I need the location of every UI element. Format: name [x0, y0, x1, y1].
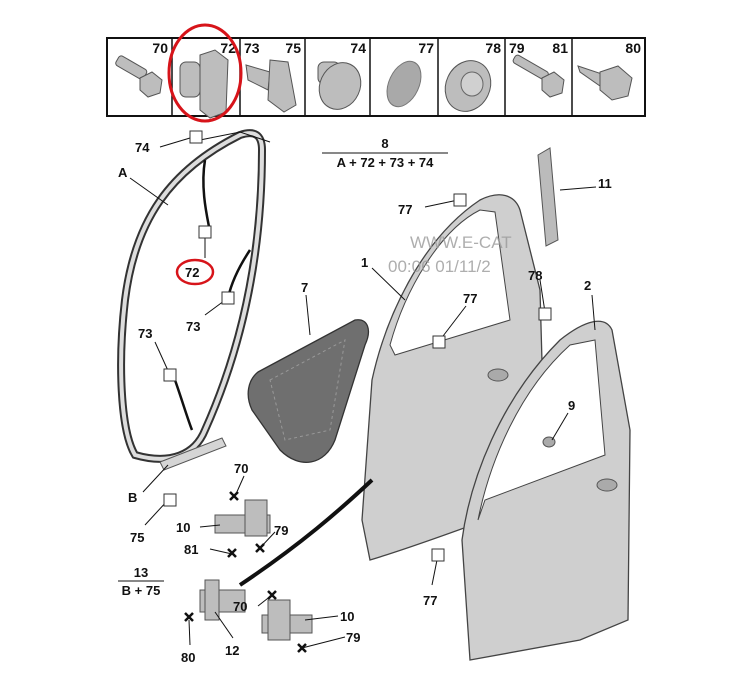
- callout-77: 77: [398, 202, 412, 217]
- hinge-10-lower[interactable]: [261, 599, 313, 641]
- push-rivet-icon: [317, 61, 362, 110]
- grommet-icon: [444, 60, 492, 112]
- svg-text:79: 79: [509, 40, 525, 56]
- callout-10: 10: [340, 609, 354, 624]
- callout-77: 77: [463, 291, 477, 306]
- callout-70: 70: [234, 461, 248, 476]
- svg-text:80: 80: [625, 40, 641, 56]
- callout-81: 81: [184, 542, 198, 557]
- callout-1: 1: [361, 255, 368, 270]
- svg-text:81: 81: [552, 40, 568, 56]
- parts-row: 70 72 73 75 74 77 78 79 81: [106, 23, 646, 123]
- callout-79: 79: [274, 523, 288, 538]
- callout-11: 11: [598, 176, 612, 191]
- callout-9: 9: [568, 398, 575, 413]
- callout-74: 74: [135, 140, 150, 155]
- weatherstrip-b[interactable]: [159, 437, 227, 471]
- clip-icon: [245, 59, 297, 113]
- callout-70: 70: [233, 599, 247, 614]
- check-strap-12[interactable]: [199, 579, 246, 621]
- part-cell-74[interactable]: 74: [312, 40, 369, 116]
- plug-icon: [386, 60, 422, 108]
- callout-7: 7: [301, 280, 308, 295]
- callout-b: B: [128, 490, 137, 505]
- callout-boxes: [163, 130, 552, 562]
- svg-text:77: 77: [418, 40, 434, 56]
- hinge-10-upper[interactable]: [214, 499, 271, 537]
- screw-icon: [115, 55, 163, 98]
- callout-79: 79: [346, 630, 360, 645]
- part-cell-72[interactable]: 72: [179, 40, 236, 119]
- callout-labels: 74 A 72 73 73 B 75 8 A + 72 + 73 + 74 77…: [118, 136, 612, 665]
- svg-text:WWW.E-CAT: WWW.E-CAT: [410, 233, 512, 252]
- screw-icon: [577, 65, 633, 101]
- svg-text:00:06 01/11/2: 00:06 01/11/2: [388, 257, 491, 276]
- highlight-circle: [175, 258, 215, 286]
- callout-13: 13: [134, 565, 148, 580]
- callout-78: 78: [528, 268, 542, 283]
- callout-72[interactable]: 72: [185, 265, 199, 280]
- callout-80: 80: [181, 650, 195, 665]
- callout-13-formula: B + 75: [122, 583, 161, 598]
- svg-text:73: 73: [244, 40, 260, 56]
- door-trim-panel-7[interactable]: [247, 319, 369, 463]
- callout-8-formula: A + 72 + 73 + 74: [337, 155, 435, 170]
- callout-73: 73: [186, 319, 200, 334]
- part-cell-80[interactable]: 80: [577, 40, 641, 101]
- svg-text:74: 74: [350, 40, 366, 56]
- highlight-circle: [167, 23, 243, 123]
- svg-text:75: 75: [285, 40, 301, 56]
- screw-icon: [512, 54, 565, 98]
- part-cell-77[interactable]: 77: [380, 40, 434, 112]
- callout-73: 73: [138, 326, 152, 341]
- svg-text:70: 70: [152, 40, 168, 56]
- watermark: WWW.E-CAT 00:06 01/11/2: [388, 233, 512, 276]
- part-cell-78[interactable]: 78: [437, 40, 501, 119]
- trim-strip-11[interactable]: [537, 147, 559, 247]
- svg-text:78: 78: [485, 40, 501, 56]
- callout-77: 77: [423, 593, 437, 608]
- part-cell-79-81[interactable]: 79 81: [509, 40, 568, 98]
- callout-2: 2: [584, 278, 591, 293]
- screw-marks: [184, 491, 307, 653]
- callout-10: 10: [176, 520, 190, 535]
- part-cell-73-75[interactable]: 73 75: [244, 40, 301, 113]
- callout-12: 12: [225, 643, 239, 658]
- clip-icon: [179, 49, 229, 119]
- callout-8: 8: [381, 136, 388, 151]
- door-seal-a[interactable]: [117, 129, 267, 463]
- callout-75: 75: [130, 530, 144, 545]
- callout-a: A: [118, 165, 128, 180]
- part-cell-70[interactable]: 70: [115, 40, 169, 98]
